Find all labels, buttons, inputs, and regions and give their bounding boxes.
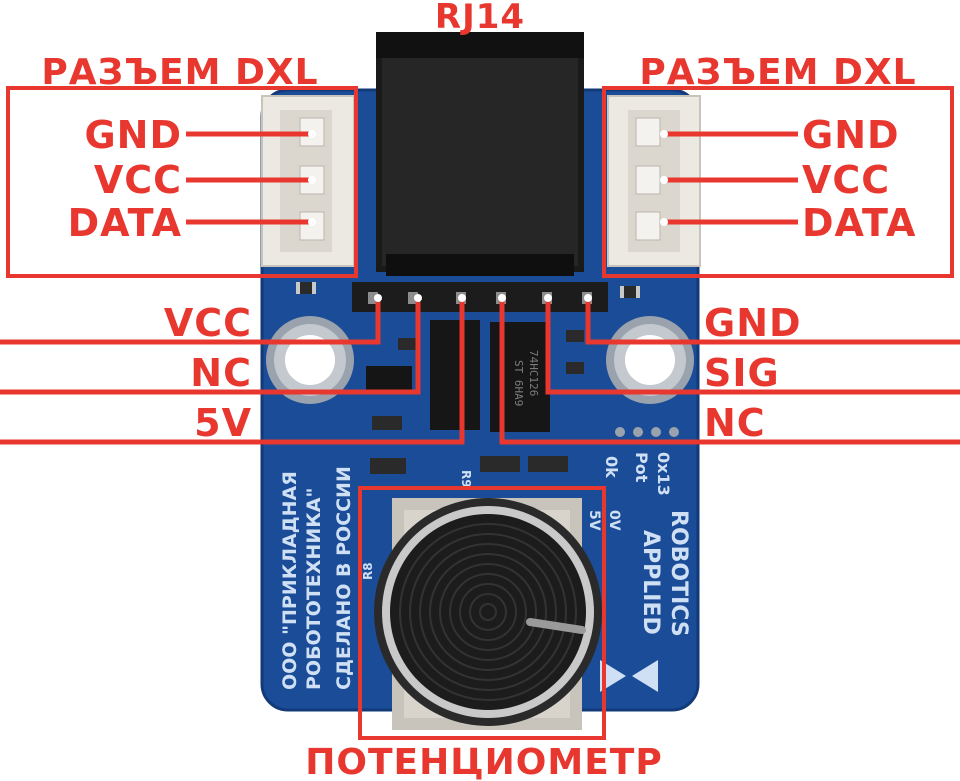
connector-left-label: РАЗЪЕМ DXL: [41, 52, 318, 93]
frame-left-connector: [6, 86, 358, 278]
header-pin-gnd: GND: [704, 301, 802, 345]
silk-company-2: РОБОТОТЕХНИКА": [303, 488, 325, 690]
knob-indicator: [526, 618, 586, 634]
left-pin-vcc: VCC: [94, 158, 182, 202]
header-pin-sig: SIG: [704, 351, 780, 395]
silk-made-in-russia: СДЕЛАНО В РОССИИ: [333, 466, 355, 690]
rj14-connector: [376, 32, 584, 276]
right-pin-vcc: VCC: [802, 158, 890, 202]
potentiometer: [374, 498, 602, 730]
right-pin-gnd: GND: [802, 113, 900, 157]
left-pin-data: DATA: [68, 201, 182, 245]
silk-ok: 0k: [602, 456, 621, 478]
header-pin-nc-right: NC: [704, 401, 766, 445]
silk-pot: Pot: [632, 452, 651, 483]
pin-header: [352, 282, 608, 312]
logo-applied-robotics: [600, 660, 658, 692]
silk-applied: APPLIED: [638, 530, 663, 635]
smd-components: [296, 282, 679, 474]
frame-potentiometer: [358, 486, 606, 740]
left-pin-gnd: GND: [84, 113, 182, 157]
rj14-label: RJ14: [435, 0, 525, 37]
header-pin-vcc: VCC: [164, 301, 252, 345]
silk-text-right: APPLIED ROBOTICS Pot 0x13 0k 5V 0V R9 R8: [361, 452, 691, 637]
frame-right-connector: [602, 86, 954, 278]
knob-ridges: [399, 523, 577, 701]
silk-5v: 5V: [586, 510, 602, 531]
chip-marking-2: 74HC126: [527, 350, 540, 396]
silk-0v: 0V: [606, 510, 622, 531]
annotation-frames: [6, 86, 954, 740]
connector-right-label: РАЗЪЕМ DXL: [639, 52, 916, 93]
right-pin-data: DATA: [802, 201, 916, 245]
silk-text-left: ООО "ПРИКЛАДНАЯ РОБОТОТЕХНИКА" СДЕЛАНО В…: [279, 466, 355, 690]
chip-marking-1: ST 6HA9: [512, 360, 525, 406]
potentiometer-label: ПОТЕНЦИОМЕТР: [305, 742, 663, 781]
silk-company-1: ООО "ПРИКЛАДНАЯ: [279, 471, 301, 690]
leader-lines: [0, 131, 960, 445]
ic-chip-left: [430, 320, 480, 430]
silk-address: 0x13: [654, 452, 673, 496]
silk-robotics: ROBOTICS: [666, 510, 691, 637]
silk-r9: R9: [459, 470, 473, 488]
pin-dots: [308, 130, 668, 302]
header-pin-5v: 5V: [194, 401, 252, 445]
header-pin-nc-left: NC: [190, 351, 252, 395]
ic-chip-main: ST 6HA9 74HC126: [490, 322, 550, 432]
silk-r8: R8: [361, 562, 375, 580]
